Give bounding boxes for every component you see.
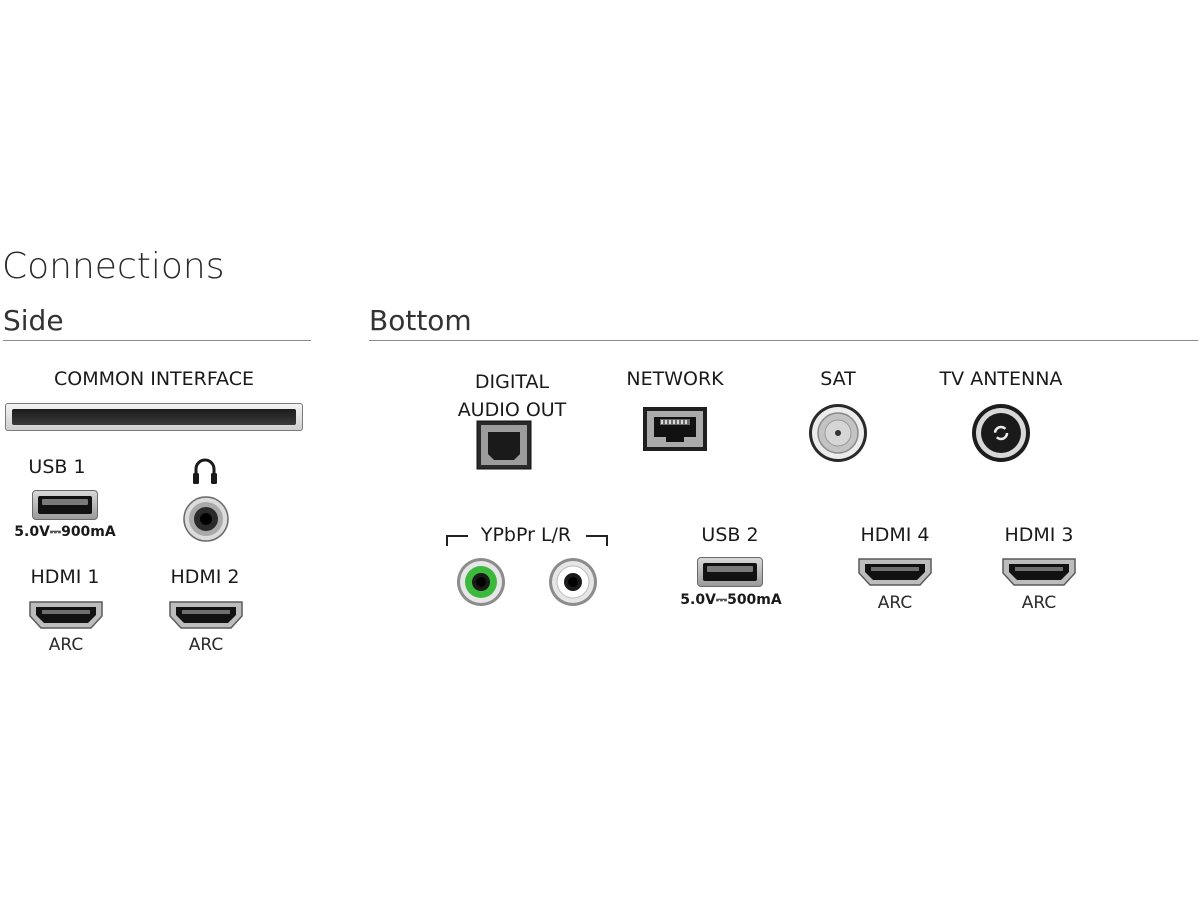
ypbpr-bracket-right bbox=[586, 535, 608, 546]
sat-label: SAT bbox=[820, 368, 856, 390]
ypbpr-bracket-left bbox=[446, 535, 468, 546]
tv-antenna-label: TV ANTENNA bbox=[939, 368, 1063, 390]
usb-port-icon bbox=[32, 490, 98, 520]
digital-audio-out-label: DIGITAL AUDIO OUT bbox=[432, 368, 592, 424]
hdmi-port-icon bbox=[167, 599, 245, 631]
section-title-side: Side bbox=[3, 304, 64, 337]
headphone-icon bbox=[191, 456, 219, 486]
hdmi4-label: HDMI 4 bbox=[860, 524, 930, 546]
headphone-jack-icon bbox=[182, 495, 230, 543]
antenna-connector-icon bbox=[971, 403, 1031, 463]
hdmi-port-icon bbox=[1000, 556, 1078, 588]
usb1-label: USB 1 bbox=[28, 456, 86, 478]
usb1-rating: 5.0V⎓900mA bbox=[14, 524, 116, 540]
hdmi-port-icon bbox=[27, 599, 105, 631]
hdmi-port-icon bbox=[856, 556, 934, 588]
section-title-bottom: Bottom bbox=[369, 304, 472, 337]
hdmi2-label: HDMI 2 bbox=[170, 566, 240, 588]
optical-audio-port-icon bbox=[476, 420, 532, 470]
hdmi3-label: HDMI 3 bbox=[1004, 524, 1074, 546]
side-divider bbox=[3, 340, 311, 341]
usb2-label: USB 2 bbox=[701, 524, 759, 546]
bottom-divider bbox=[369, 340, 1198, 341]
hdmi4-arc-label: ARC bbox=[877, 593, 913, 613]
ypbpr-lr-label: YPbPr L/R bbox=[480, 524, 572, 546]
digital-audio-out-label-line2: AUDIO OUT bbox=[457, 399, 567, 421]
usb-port-icon bbox=[697, 557, 763, 587]
hdmi1-label: HDMI 1 bbox=[30, 566, 100, 588]
usb2-rating: 5.0V⎓500mA bbox=[680, 592, 782, 608]
satellite-connector-icon bbox=[808, 403, 868, 463]
ethernet-port-icon bbox=[642, 406, 708, 452]
digital-audio-out-label-line1: DIGITAL bbox=[474, 371, 550, 393]
hdmi2-arc-label: ARC bbox=[188, 635, 224, 655]
common-interface-label: COMMON INTERFACE bbox=[54, 368, 254, 390]
hdmi1-arc-label: ARC bbox=[48, 635, 84, 655]
page-title: Connections bbox=[2, 246, 225, 287]
network-label: NETWORK bbox=[626, 368, 724, 390]
hdmi3-arc-label: ARC bbox=[1021, 593, 1057, 613]
rca-green-jack-icon bbox=[456, 557, 506, 607]
rca-white-jack-icon bbox=[548, 557, 598, 607]
common-interface-slot-icon bbox=[5, 403, 303, 431]
